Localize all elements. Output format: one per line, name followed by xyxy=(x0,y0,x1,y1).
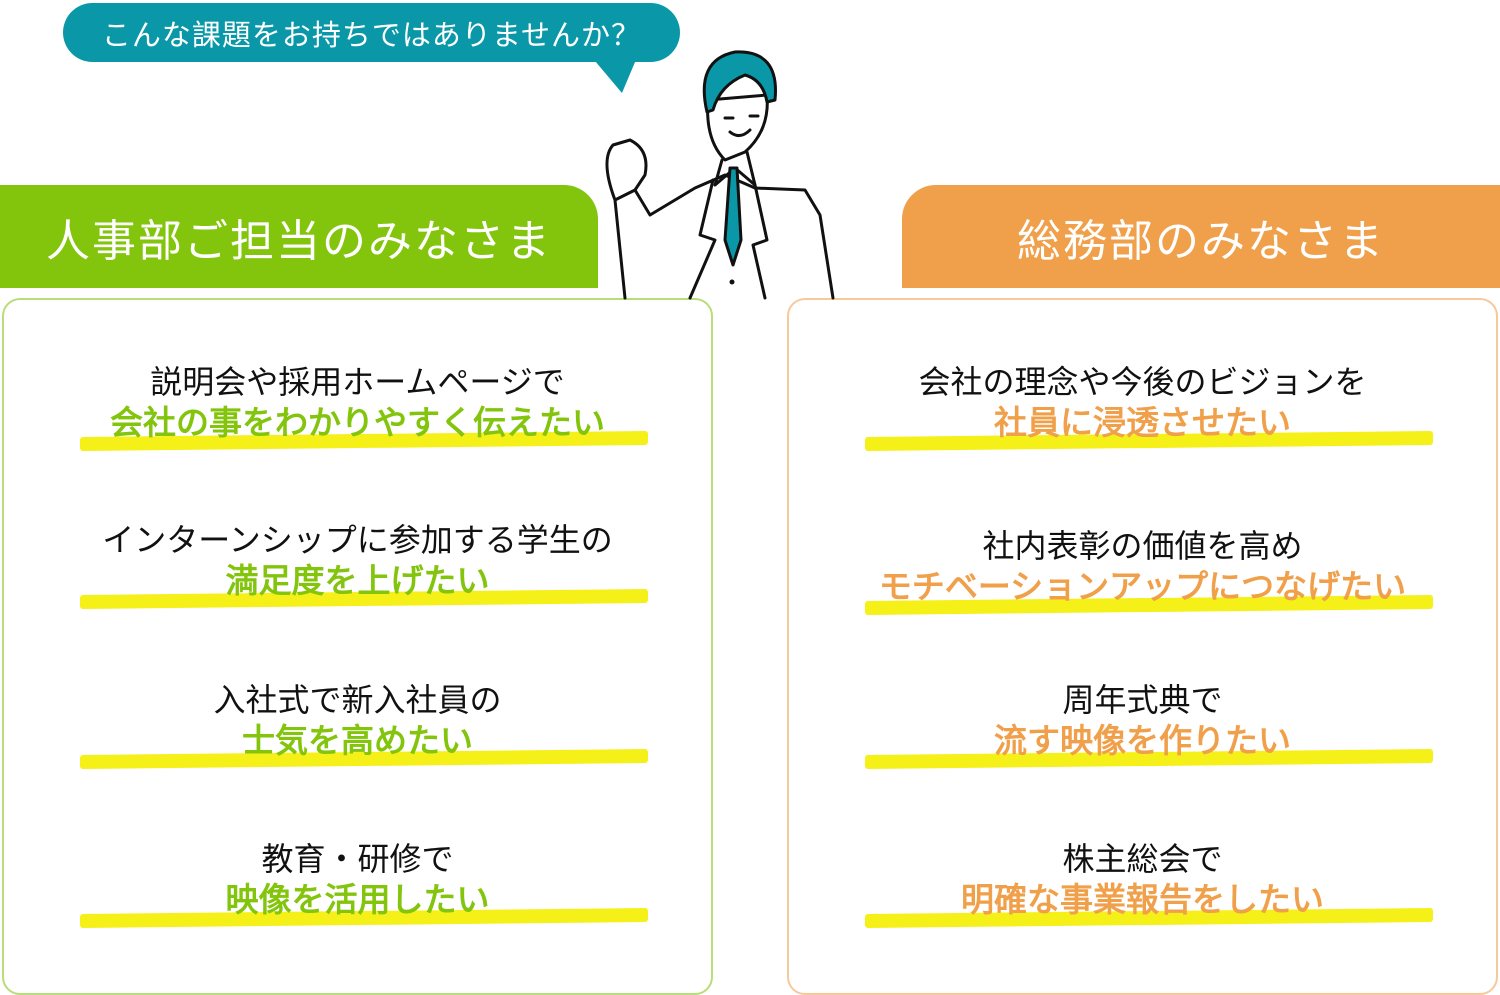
item-text: 社内表彰の価値を高め xyxy=(982,527,1303,565)
item-highlight-text: 社員に浸透させたい xyxy=(994,403,1291,442)
ga-card: 会社の理念や今後のビジョンを社員に浸透させたい 社内表彰の価値を高めモチベーショ… xyxy=(787,298,1498,995)
hr-item: 教育・研修で映像を活用したい xyxy=(4,839,711,928)
speech-bubble: こんな課題をお持ちではありませんか？ xyxy=(63,3,680,62)
item-text: 入社式で新入社員の xyxy=(213,681,502,719)
ga-item: 周年式典で流す映像を作りたい xyxy=(789,680,1496,769)
item-highlight-text: モチベーションアップにつなげたい xyxy=(878,567,1407,606)
hr-item: インターンシップに参加する学生の満足度を上げたい xyxy=(4,520,711,609)
item-highlight-text: 流す映像を作りたい xyxy=(994,721,1291,760)
hr-item: 入社式で新入社員の士気を高めたい xyxy=(4,680,711,769)
item-text: 教育・研修で xyxy=(261,840,454,878)
item-text: 会社の理念や今後のビジョンを xyxy=(918,363,1367,401)
item-text: インターンシップに参加する学生の xyxy=(102,521,613,559)
button-dot xyxy=(729,279,735,285)
item-text: 説明会や採用ホームページで xyxy=(150,363,565,401)
businessman-illustration xyxy=(605,50,835,300)
ga-item: 株主総会で明確な事業報告をしたい xyxy=(789,839,1496,928)
item-highlight-text: 会社の事をわかりやすく伝えたい xyxy=(110,403,605,442)
item-text: 株主総会で xyxy=(1062,840,1223,878)
item-highlight-text: 士気を高めたい xyxy=(242,721,473,760)
item-highlight-text: 映像を活用したい xyxy=(225,880,490,919)
hr-card: 説明会や採用ホームページで会社の事をわかりやすく伝えたい インターンシップに参加… xyxy=(2,298,713,995)
ga-item: 会社の理念や今後のビジョンを社員に浸透させたい xyxy=(789,362,1496,451)
ga-item: 社内表彰の価値を高めモチベーションアップにつなげたい xyxy=(789,526,1496,615)
item-text: 周年式典で xyxy=(1062,681,1223,719)
hr-item: 説明会や採用ホームページで会社の事をわかりやすく伝えたい xyxy=(4,362,711,451)
item-highlight-text: 満足度を上げたい xyxy=(225,561,490,600)
item-highlight-text: 明確な事業報告をしたい xyxy=(961,880,1324,919)
hr-heading: 人事部ご担当のみなさま xyxy=(0,185,598,288)
ga-heading: 総務部のみなさま xyxy=(902,185,1500,288)
